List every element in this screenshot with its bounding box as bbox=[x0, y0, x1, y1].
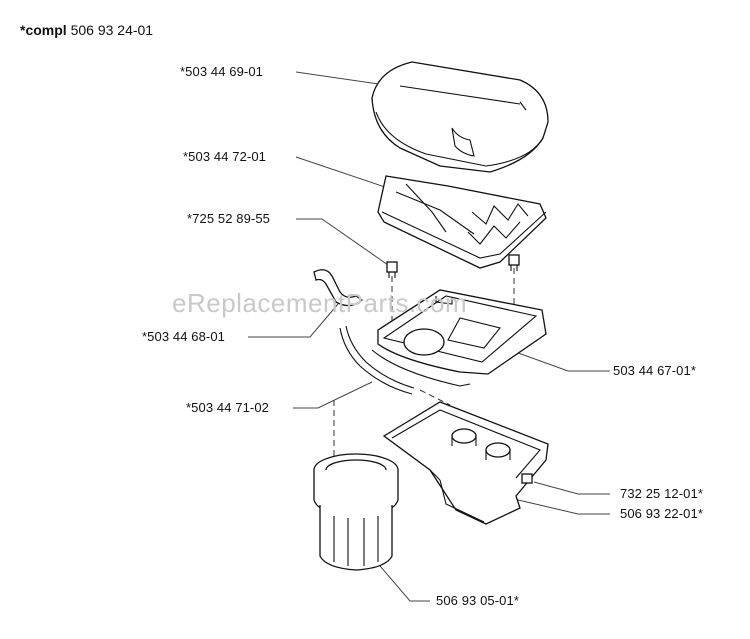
leader-line-cover bbox=[295, 71, 393, 87]
part-label-filter: 506 93 05-01* bbox=[436, 593, 519, 608]
assembly-title-number: 506 93 24-01 bbox=[70, 22, 154, 38]
part-label-base-plate: 503 44 67-01* bbox=[613, 363, 696, 378]
leader-line-housing bbox=[513, 498, 610, 515]
base-plate bbox=[371, 289, 547, 387]
part-label-housing: 506 93 22-01* bbox=[620, 506, 703, 521]
part-label-clip: *503 44 68-01 bbox=[142, 329, 225, 344]
filter-holder bbox=[377, 175, 547, 269]
breather-hose bbox=[339, 325, 415, 395]
assembly-line-housing bbox=[419, 389, 451, 406]
hose-clip bbox=[313, 269, 364, 307]
leader-line-screw bbox=[296, 218, 389, 266]
part-label-nut: 732 25 12-01* bbox=[620, 486, 703, 501]
part-label-screw: *725 52 89-55 bbox=[187, 211, 270, 226]
leader-line-filter-holder bbox=[295, 156, 389, 189]
part-label-cover: *503 44 69-01 bbox=[180, 64, 263, 79]
assembly-title-prefix: *compl bbox=[20, 22, 67, 38]
screw-left bbox=[386, 261, 398, 278]
nut bbox=[521, 473, 533, 484]
watermark: eReplacementParts.com bbox=[172, 288, 468, 318]
leader-line-clip bbox=[248, 303, 339, 338]
assembly-title: *compl 506 93 24-01 bbox=[20, 22, 153, 38]
leader-line-hose bbox=[293, 381, 373, 409]
screw-right bbox=[508, 254, 520, 271]
leader-line-nut bbox=[533, 481, 610, 495]
leader-line-base-plate bbox=[509, 349, 610, 372]
air-filter-cover bbox=[371, 61, 549, 173]
part-label-filter-holder: *503 44 72-01 bbox=[183, 149, 266, 164]
air-filter-element bbox=[313, 453, 399, 571]
leader-line-filter bbox=[379, 565, 430, 602]
part-label-hose: *503 44 71-02 bbox=[186, 400, 269, 415]
filter-housing bbox=[382, 401, 549, 525]
